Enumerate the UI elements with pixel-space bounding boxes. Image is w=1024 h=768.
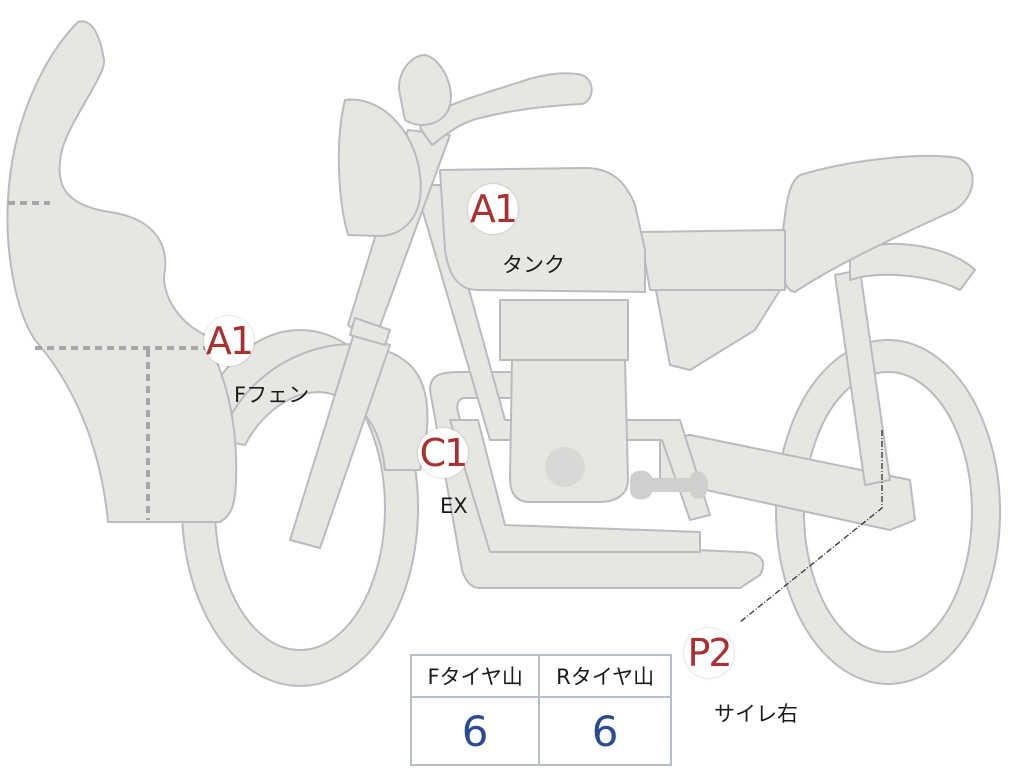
value-front-tire[interactable]: 6 [409, 696, 541, 766]
headlight [337, 98, 422, 237]
marker-fender-code: A1 [205, 319, 254, 363]
engine-case [509, 359, 629, 503]
table-value-row: 6 6 [409, 696, 672, 766]
engine-cover [545, 447, 585, 487]
label-fender: Fフェン [234, 383, 310, 407]
tire-tread-table: Fタイヤ山 Rタイヤ山 6 6 [409, 654, 672, 766]
table-header-row: Fタイヤ山 Rタイヤ山 [409, 654, 672, 698]
seat-front [639, 229, 786, 291]
rear-fender [849, 242, 976, 291]
marker-exhaust-code: C1 [419, 431, 469, 475]
exhaust-pipe-inner [449, 419, 701, 553]
footpeg [630, 470, 708, 500]
side-panel [654, 284, 781, 371]
mirror [398, 54, 452, 126]
marker-exhaust[interactable]: C1 [418, 428, 468, 478]
value-rear-tire[interactable]: 6 [538, 696, 672, 766]
rear-wheel [775, 339, 1002, 685]
fairing [6, 20, 238, 523]
marker-side[interactable]: P2 [684, 628, 734, 678]
seat-rear [780, 154, 974, 293]
marker-side-code: P2 [687, 631, 732, 675]
leader-line [739, 430, 883, 623]
header-front-tire: Fタイヤ山 [409, 654, 541, 698]
engine-top [499, 299, 629, 361]
header-rear-tire: Rタイヤ山 [538, 654, 672, 698]
label-exhaust: EX [440, 494, 468, 518]
label-tank: タンク [502, 253, 565, 277]
marker-tank-code: A1 [469, 187, 518, 231]
marker-tank[interactable]: A1 [468, 184, 518, 234]
marker-fender[interactable]: A1 [204, 316, 254, 366]
fork-cover [349, 317, 391, 346]
handlebar [419, 72, 593, 146]
label-side: サイレ右 [714, 702, 798, 726]
